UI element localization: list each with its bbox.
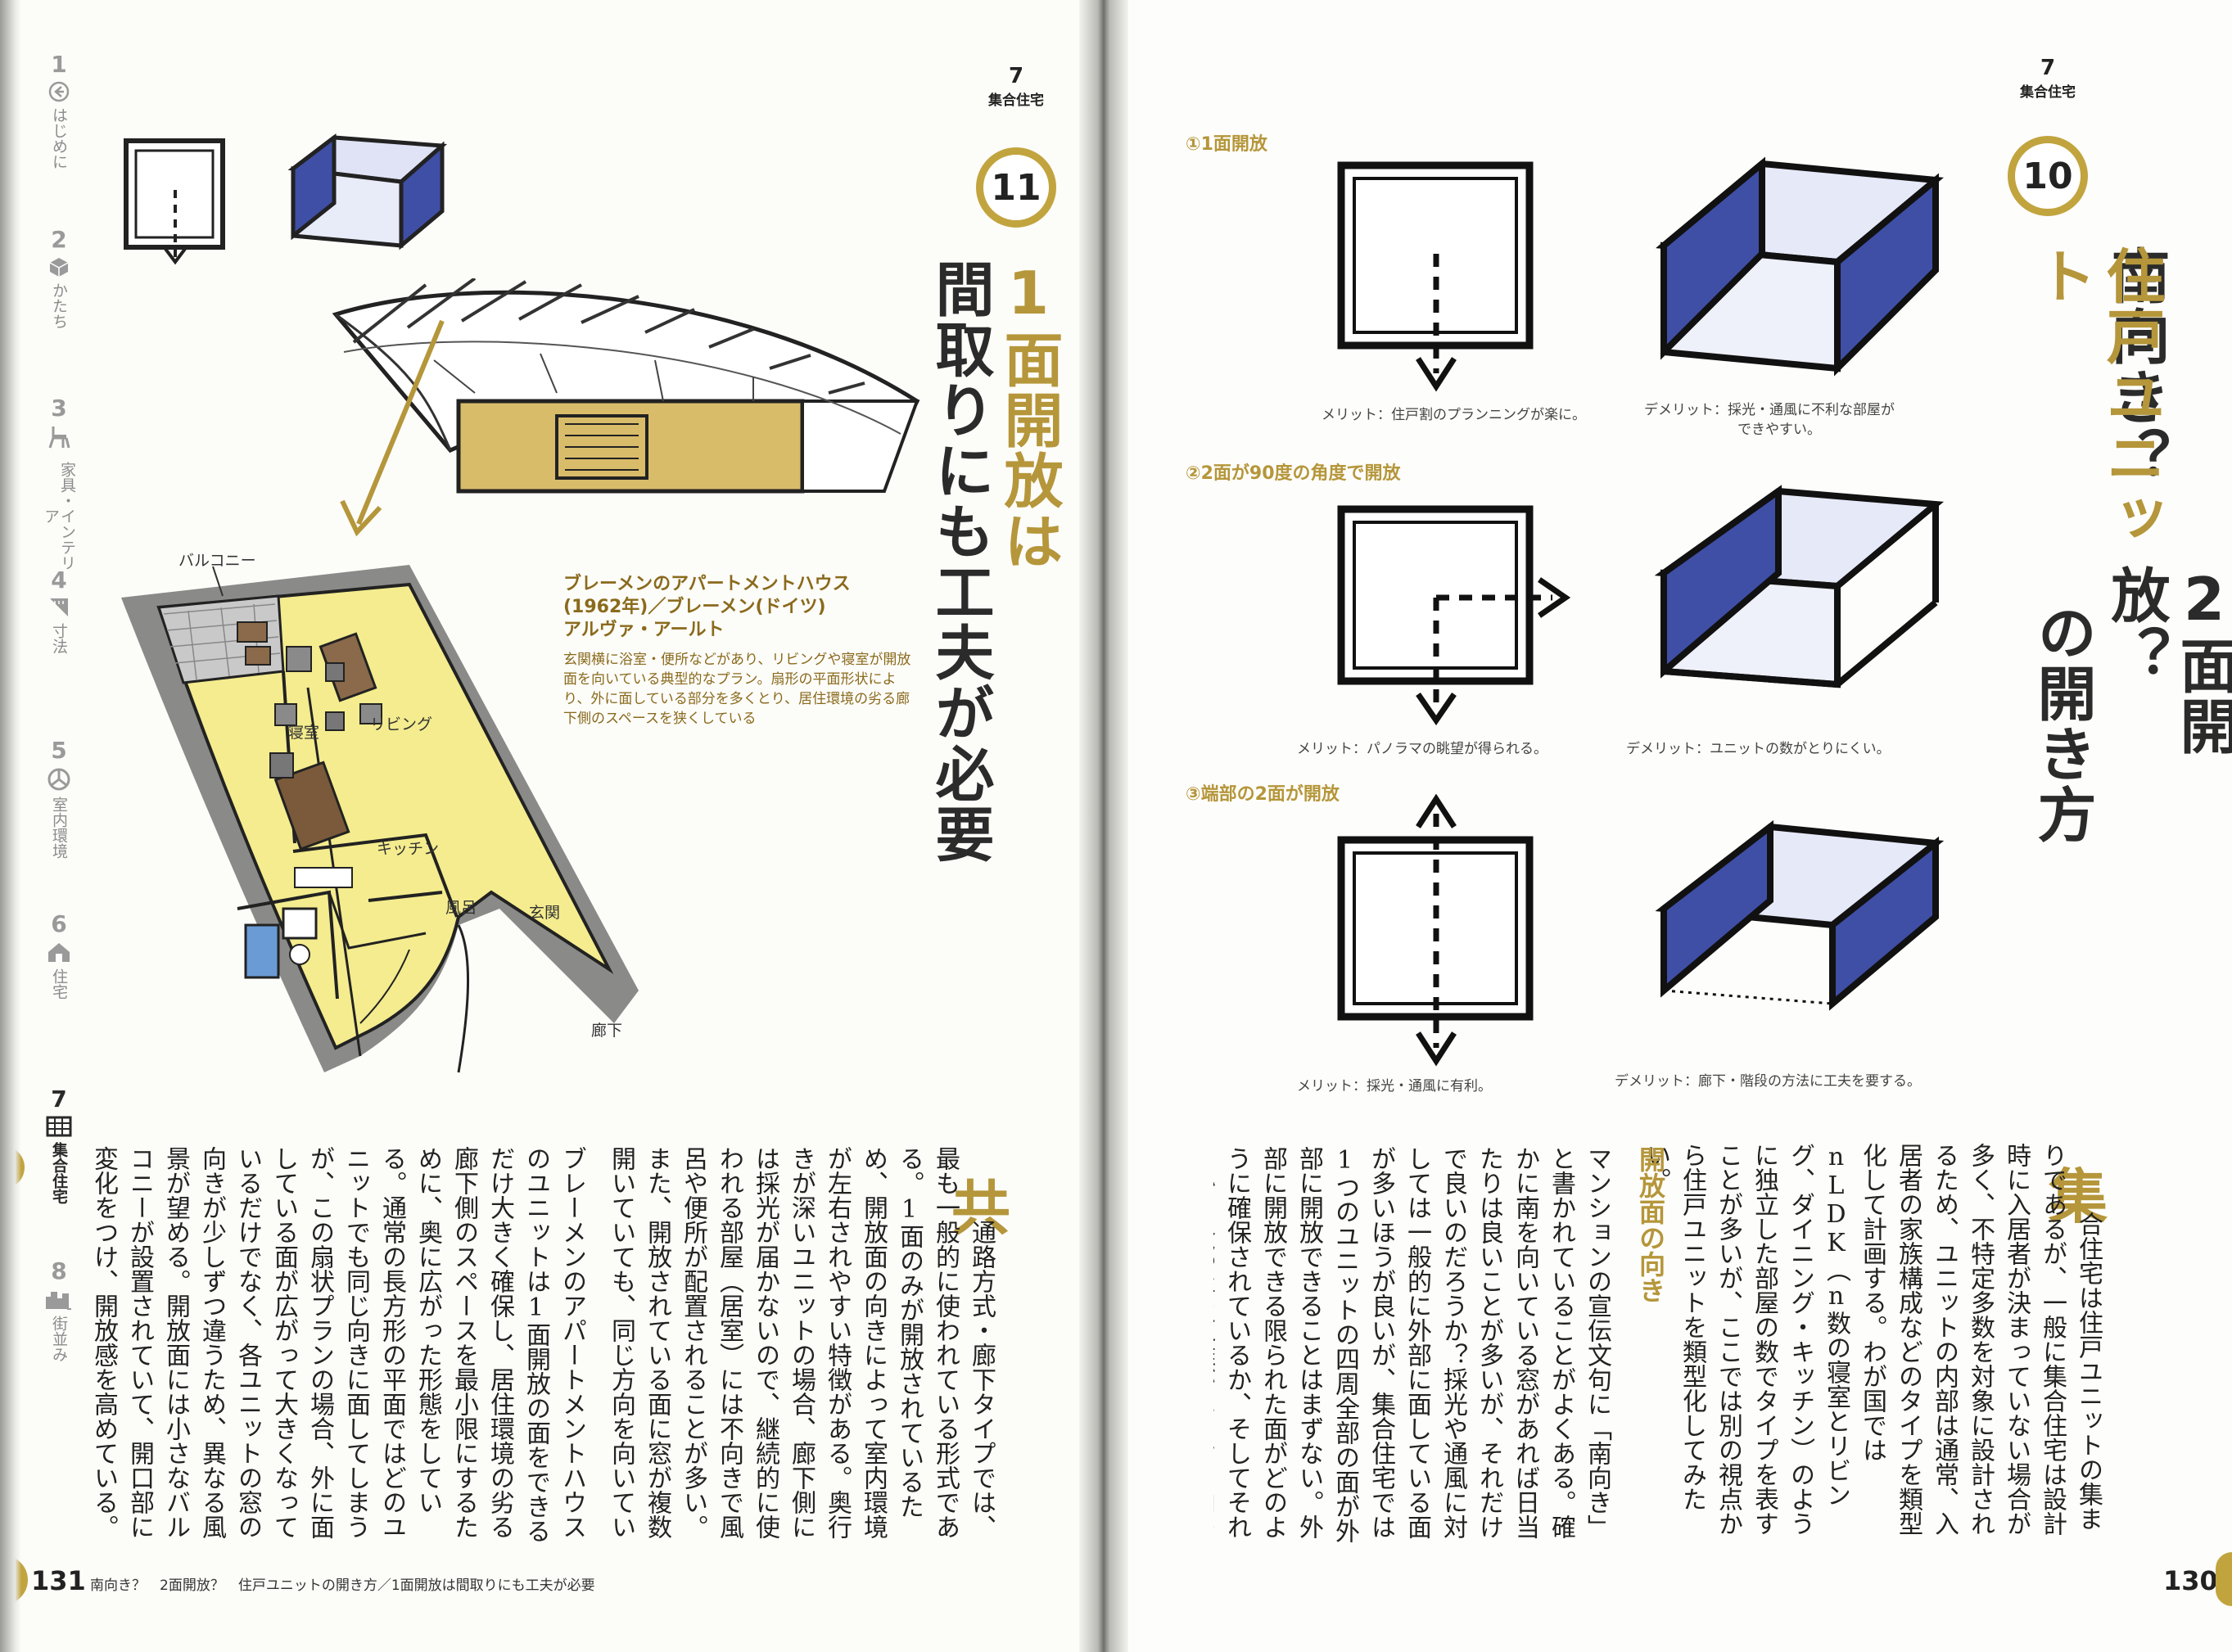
sidebar-item-form[interactable]: 2 かたち xyxy=(34,226,84,329)
topic-number-badge: 10 xyxy=(2008,136,2088,216)
diagram-3-demerit: デメリット：廊下・階段の方法に工夫を要する。 xyxy=(1615,1073,1921,1090)
apartment-building-icon xyxy=(46,1116,72,1137)
sidebar-item-label: 住宅 xyxy=(50,968,68,1000)
sidebar-item-townscape[interactable]: 8 街並み xyxy=(34,1257,84,1362)
sidebar-item-label: 室内環境 xyxy=(50,797,68,859)
sidebar-item-intro[interactable]: 1 はじめに xyxy=(34,51,84,169)
sidebar-item-label: はじめに xyxy=(50,107,68,169)
drop-cap: 共 xyxy=(951,1174,1011,1243)
sidebar-item-furniture[interactable]: 3 家具・インテリア xyxy=(34,395,84,577)
plan-caption-title-3: アルヴァ・アールト xyxy=(563,620,725,640)
page-title-line-2: 2面開放？ xyxy=(2101,565,2232,756)
diagram-3-title: ③端部の2面が開放 xyxy=(1186,784,1340,805)
sidebar-item-label: 街並み xyxy=(50,1316,68,1362)
section-category: 集合住宅 xyxy=(988,93,1044,109)
sidebar-item-num: 5 xyxy=(51,737,67,764)
arrow-left-icon xyxy=(48,81,70,102)
section-heading: 7 集合住宅 xyxy=(2003,56,2093,101)
triangle-ruler-icon xyxy=(50,598,68,616)
diagram-2-demerit: デメリット：ユニットの数がとりにくい。 xyxy=(1626,741,1891,757)
plan-caption-title-1: ブレーメンのアパートメントハウス xyxy=(563,574,851,594)
diagram-2 xyxy=(1337,485,1945,726)
left-page: 1 はじめに 2 かたち 3 家具・インテリア 4 寸法 5 室内環境 6 住宅 xyxy=(0,0,1097,1652)
page-edge-shadow xyxy=(0,0,21,1652)
body-paragraph-1: 通路方式・廊下タイプでは、最も一般的に使われている形式である。1面のみが開放され… xyxy=(606,1146,999,1555)
cube-icon xyxy=(49,258,69,277)
page-number: 131 xyxy=(31,1565,86,1596)
running-footer: 南向き？ 2面開放？ 住戸ユニットの開き方／1面開放は間取りにも工夫が必要 xyxy=(90,1578,595,1594)
page-title-line-3: の開き方 xyxy=(2027,603,2096,845)
label-corridor: 廊下 xyxy=(591,1022,623,1040)
diagram-2-title: ②2面が90度の角度で開放 xyxy=(1186,463,1401,484)
label-bath: 風呂 xyxy=(445,899,477,917)
environment-icon xyxy=(47,768,70,791)
section-heading: 7 集合住宅 xyxy=(971,64,1061,109)
body-paragraph-1: 合住宅は住戸ユニットの集まりであるが、一般に集合住宅は設計時に入居者が決まってい… xyxy=(1647,1143,2106,1544)
page-title: 間取りにも工夫が必要 xyxy=(925,259,994,864)
label-balcony: バルコニー xyxy=(178,552,256,570)
label-entrance: 玄関 xyxy=(529,904,561,922)
page-title-line-1: 南向き？ xyxy=(2101,246,2170,488)
diagram-1-merit: メリット：住戸割のプランニングが楽に。 xyxy=(1322,407,1586,423)
sidebar-item-indoor-env[interactable]: 5 室内環境 xyxy=(34,737,84,859)
section-category: 集合住宅 xyxy=(2020,84,2076,101)
plan-caption-title-2: (1962年)／ブレーメン(ドイツ) xyxy=(563,597,826,617)
body-paragraph-1-text: 通路方式・廊下タイプでは、最も一般的に使われている形式である。1面のみが開放され… xyxy=(607,1146,996,1539)
right-page: 7 集合住宅 10 南向き？ 2面開放？ 住戸ユニット の開き方 ①1面開放 メ… xyxy=(1107,0,2232,1652)
section-number: 7 xyxy=(2040,56,2056,80)
page-title-accent: 住戸ユニット xyxy=(2027,246,2165,548)
unit-floor-plan xyxy=(121,565,639,1073)
sidebar-item-num: 4 xyxy=(51,566,67,594)
diagram-3-merit: メリット：採光・通風に有利。 xyxy=(1297,1078,1492,1095)
diagram-3 xyxy=(1337,794,1945,1067)
page-tab-marker xyxy=(2216,1552,2232,1606)
plan-caption: ブレーメンのアパートメントハウス (1962年)／ブレーメン(ドイツ) アルヴァ… xyxy=(563,573,915,729)
sidebar-item-dimension[interactable]: 4 寸法 xyxy=(34,566,84,654)
label-living: リビング xyxy=(370,715,433,733)
sidebar-item-label: 家具・インテリア xyxy=(42,461,76,571)
sidebar-item-house[interactable]: 6 住宅 xyxy=(34,910,84,1000)
subheading: 開放面の向き xyxy=(1635,1146,1666,1303)
one-side-open-diagram xyxy=(124,133,448,265)
sidebar-item-num: 1 xyxy=(51,51,67,78)
label-kitchen: キッチン xyxy=(377,840,440,858)
sidebar-item-num: 7 xyxy=(51,1086,67,1113)
body-paragraph-2: ブレーメンのアパートメントハウスのユニットは1面開放の面をできるだけ大きく確保し… xyxy=(89,1146,586,1543)
fan-building-plan xyxy=(332,278,920,494)
chair-icon xyxy=(48,427,70,449)
diagram-1 xyxy=(1337,156,1944,392)
sidebar-item-num: 3 xyxy=(51,395,67,422)
book-gutter xyxy=(1079,0,1128,1652)
page-title-accent: 1面開放は xyxy=(994,259,1063,571)
sidebar-item-label: 集合住宅 xyxy=(50,1142,68,1204)
sidebar-item-num: 6 xyxy=(51,910,67,937)
diagram-1-demerit: デメリット：採光・通風に不利な部屋が xyxy=(1644,402,1895,418)
sidebar-item-num: 8 xyxy=(51,1257,67,1284)
drop-cap: 集 xyxy=(2049,1162,2108,1231)
sidebar-item-apartment[interactable]: 7 集合住宅 xyxy=(34,1086,84,1204)
plan-caption-body: 玄関横に浴室・便所などがあり、リビングや寝室が開放面を向いている典型的なプラン。… xyxy=(563,652,911,727)
sidebar-item-label: かたち xyxy=(50,282,68,329)
section-number: 7 xyxy=(1008,64,1024,88)
label-bedroom: 寝室 xyxy=(288,724,320,742)
sidebar-item-num: 2 xyxy=(51,226,67,253)
page-number: 130 xyxy=(2163,1565,2218,1596)
body-paragraph-1-text: 合住宅は住戸ユニットの集まりであるが、一般に集合住宅は設計時に入居者が決まってい… xyxy=(1647,1143,2103,1536)
leader-line xyxy=(212,566,224,597)
gold-arrow xyxy=(340,319,445,537)
townscape-icon xyxy=(46,1292,71,1310)
diagram-1-demerit-cont: できやすい。 xyxy=(1737,422,1821,438)
diagram-1-title: ①1面開放 xyxy=(1186,134,1267,155)
topic-number-badge: 11 xyxy=(976,147,1056,228)
sidebar-item-label: 寸法 xyxy=(50,623,68,654)
house-icon xyxy=(48,943,70,962)
diagram-2-merit: メリット：パノラマの眺望が得られる。 xyxy=(1297,741,1547,757)
body-paragraph-2: マンションの宣伝文句に「南向き」と書かれていることがよくある。確かに南を向いてい… xyxy=(1213,1146,1611,1543)
